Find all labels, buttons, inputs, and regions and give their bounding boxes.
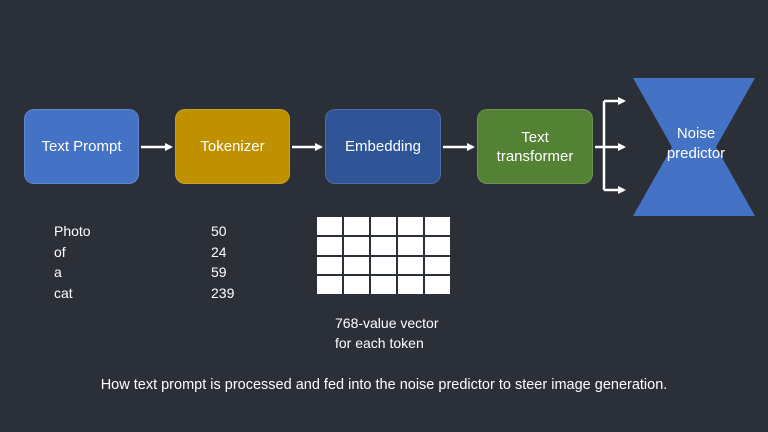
grid-cell bbox=[344, 256, 369, 275]
grid-cell bbox=[344, 217, 369, 235]
grid-cell bbox=[371, 236, 396, 255]
noise-predictor-label: Noise predictor bbox=[648, 124, 744, 164]
token-ids-list: 50 24 59 239 bbox=[211, 221, 234, 303]
grid-cell bbox=[425, 236, 450, 255]
grid-cell bbox=[398, 236, 423, 255]
grid-cell bbox=[425, 256, 450, 275]
grid-cell bbox=[344, 236, 369, 255]
text-transformer-node: Text transformer bbox=[477, 109, 593, 184]
grid-cell bbox=[317, 217, 342, 235]
tokenizer-node: Tokenizer bbox=[175, 109, 290, 184]
grid-cell bbox=[425, 217, 450, 235]
token-id: 50 bbox=[211, 223, 227, 239]
embedding-vector-grid bbox=[317, 217, 450, 294]
noise-predictor-label-line-1: Noise bbox=[676, 125, 716, 142]
embedding-vector-caption: 768-value vector for each token bbox=[335, 313, 439, 353]
token-word: Photo bbox=[54, 223, 91, 239]
noise-predictor-label-line-2: predictor bbox=[666, 145, 726, 162]
tokenizer-label: Tokenizer bbox=[200, 138, 265, 155]
token-words-list: Photo of a cat bbox=[54, 221, 91, 303]
grid-cell bbox=[425, 276, 450, 294]
arrow-transformer-fork bbox=[595, 97, 626, 194]
grid-cell bbox=[371, 276, 396, 294]
grid-cell bbox=[371, 256, 396, 275]
text-prompt-node: Text Prompt bbox=[24, 109, 139, 184]
token-word: of bbox=[54, 243, 66, 260]
figure-caption: How text prompt is processed and fed int… bbox=[100, 377, 668, 393]
text-transformer-label-line-2: transformer bbox=[496, 147, 574, 165]
token-word: a bbox=[54, 264, 62, 280]
token-id: 59 bbox=[211, 264, 227, 280]
grid-cell bbox=[371, 217, 396, 235]
grid-cell bbox=[398, 276, 423, 294]
noise-predictor-shape bbox=[633, 78, 755, 216]
embedding-vector-caption-line-2: for each token bbox=[335, 335, 424, 351]
token-id: 239 bbox=[211, 284, 235, 301]
grid-cell bbox=[344, 276, 369, 294]
embedding-label: Embedding bbox=[345, 138, 421, 155]
token-id: 24 bbox=[211, 243, 227, 260]
text-transformer-label-line-1: Text bbox=[521, 128, 549, 146]
text-prompt-label: Text Prompt bbox=[41, 138, 122, 155]
grid-cell bbox=[398, 217, 423, 235]
grid-cell bbox=[317, 256, 342, 275]
grid-cell bbox=[398, 256, 423, 275]
grid-cell bbox=[317, 276, 342, 294]
token-word: cat bbox=[54, 284, 73, 301]
embedding-node: Embedding bbox=[325, 109, 441, 184]
embedding-vector-caption-line-1: 768-value vector bbox=[335, 315, 439, 331]
grid-cell bbox=[317, 236, 342, 255]
